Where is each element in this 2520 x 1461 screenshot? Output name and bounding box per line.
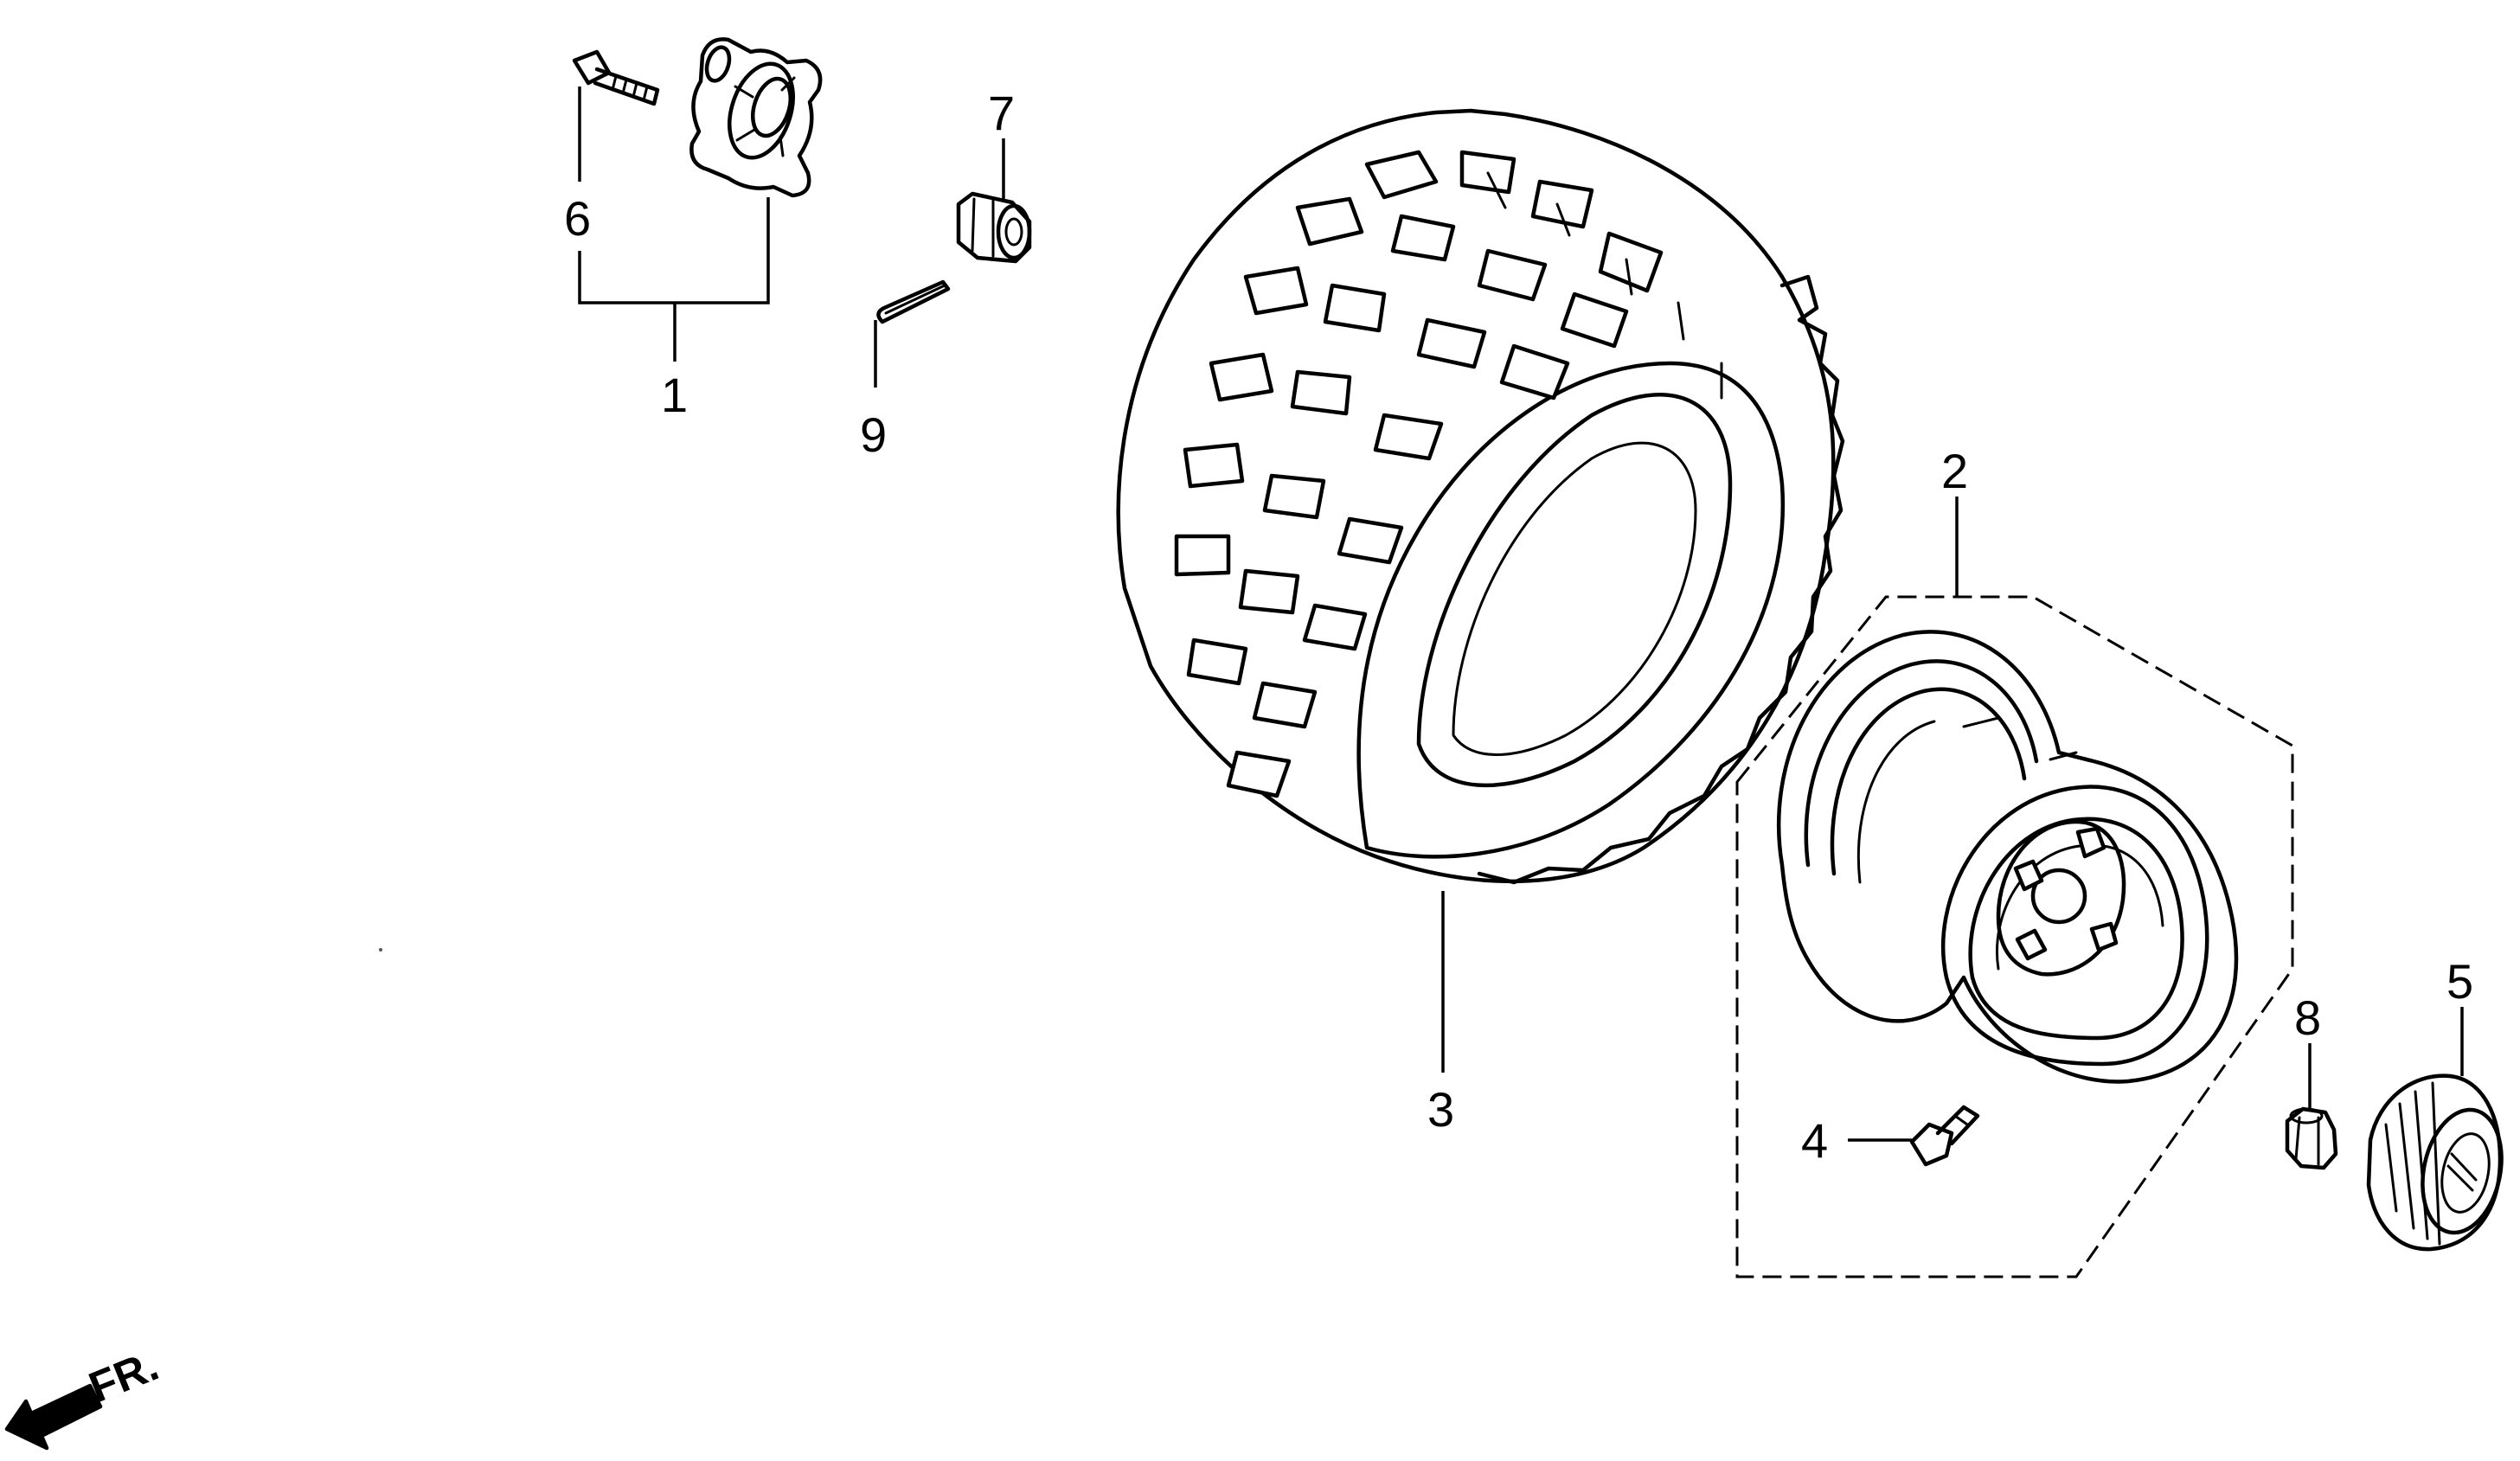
wheel-assembly-group-box xyxy=(1735,595,2294,1278)
callout-9: 9 xyxy=(860,407,887,462)
callout-leader-1-6 xyxy=(578,87,770,362)
callout-1: 1 xyxy=(661,368,688,422)
callout-4: 4 xyxy=(1801,1113,1828,1168)
part-3-tire[interactable] xyxy=(1116,108,1845,885)
stray-dot xyxy=(379,948,382,952)
part-5-hub-cap[interactable] xyxy=(2366,1073,2512,1252)
callout-8: 8 xyxy=(2294,990,2321,1045)
part-9-cotter-pin[interactable] xyxy=(876,279,951,324)
callout-5: 5 xyxy=(2446,954,2473,1009)
callout-2: 2 xyxy=(1941,444,1968,498)
callout-3: 3 xyxy=(1427,1082,1454,1137)
part-6-bolt[interactable] xyxy=(572,49,660,106)
part-4-valve-stem[interactable] xyxy=(1909,1105,1980,1167)
part-1-hub-plate[interactable] xyxy=(689,37,823,198)
front-direction-arrow: FR. xyxy=(4,1341,165,1451)
part-7-castle-nut[interactable] xyxy=(956,191,1032,264)
callout-6: 6 xyxy=(564,191,591,246)
callout-7: 7 xyxy=(988,86,1015,140)
part-2-wheel-rim[interactable] xyxy=(1777,630,2239,1084)
part-8-wheel-nut[interactable] xyxy=(2285,1106,2338,1170)
